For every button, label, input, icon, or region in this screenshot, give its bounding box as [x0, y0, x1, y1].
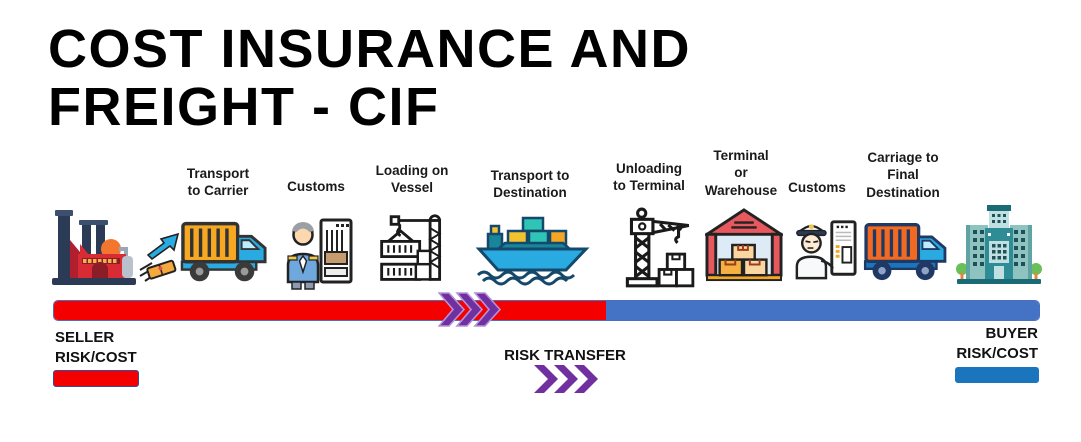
risk-transfer-label: RISK TRANSFER — [504, 347, 626, 364]
label-loading-on-vessel: Loading on Vessel — [375, 163, 449, 196]
warehouse-icon — [705, 207, 783, 283]
buyer-risk-cost-label: BUYER RISK/COST — [956, 325, 1038, 362]
label-terminal-or-warehouse: Terminal or Warehouse — [704, 148, 778, 198]
label-transport-to-carrier: Transport to Carrier — [186, 166, 250, 199]
seller-risk-cost-label: SELLER RISK/COST — [55, 329, 137, 366]
office-building-icon — [953, 203, 1045, 287]
cargo-ship-icon — [475, 212, 590, 286]
crane-loading-icon — [375, 212, 451, 286]
label-customs-export: Customs — [287, 179, 345, 194]
buyer-risk-segment — [606, 301, 1039, 320]
page-title: COST INSURANCE AND FREIGHT - CIF — [48, 19, 692, 138]
risk-cost-timeline-bar — [53, 300, 1040, 321]
factory-icon — [50, 207, 140, 289]
customs-officer-scanner-icon — [284, 218, 354, 290]
label-transport-to-destination: Transport to Destination — [490, 168, 570, 201]
label-unloading-to-terminal: Unloading to Terminal — [613, 161, 685, 194]
seller-risk-segment — [54, 301, 606, 320]
buyer-color-swatch — [955, 367, 1039, 383]
label-customs-import: Customs — [788, 180, 846, 195]
truck-icon — [180, 218, 268, 284]
customs-officer-document-icon — [792, 216, 858, 282]
seller-color-swatch — [53, 370, 139, 387]
label-carriage-to-final-destination: Carriage to Final Destination — [866, 150, 940, 200]
crane-unloading-icon — [615, 205, 695, 293]
risk-transfer-chevrons-on-bar-icon — [437, 291, 502, 333]
truck-icon — [863, 220, 948, 282]
risk-transfer-chevrons-icon — [533, 364, 599, 399]
package-dispatch-icon — [138, 228, 184, 284]
